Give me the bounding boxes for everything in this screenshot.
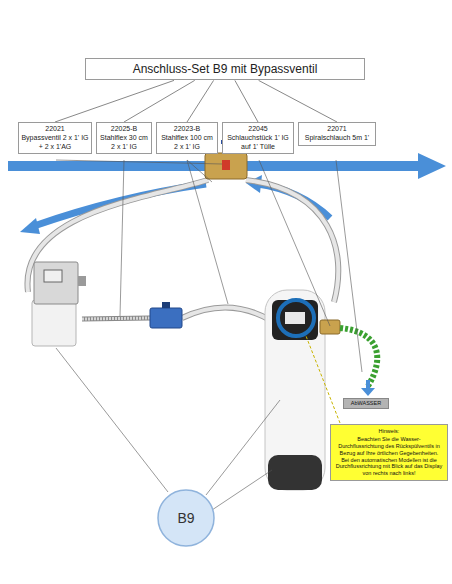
pump-connector xyxy=(78,276,86,286)
leader-line xyxy=(259,160,330,326)
valve-marker xyxy=(222,160,230,170)
title-text: Anschluss-Set B9 mit Bypassventil xyxy=(90,62,360,76)
hose xyxy=(246,180,338,302)
part-number: 22023-B xyxy=(159,125,215,134)
hose-fitting xyxy=(320,320,340,334)
leader-line xyxy=(56,348,168,492)
leader-line xyxy=(187,160,228,304)
bypass-valve xyxy=(205,153,247,179)
connector-line xyxy=(124,80,195,122)
connector-line xyxy=(55,80,174,122)
part-box: 22071Spiralschlauch 5m 1' xyxy=(298,122,376,146)
part-box: 22025-BStahlflex 30 cm 2 x 1' IG xyxy=(96,122,152,154)
dosing-pump xyxy=(34,262,78,304)
note-heading: Hinweis: xyxy=(335,428,443,435)
hose xyxy=(182,307,270,320)
stahlflex-short xyxy=(82,318,150,319)
filter-tank xyxy=(265,290,325,490)
leader-line xyxy=(206,400,280,495)
arrow-head xyxy=(361,388,375,396)
part-box: 22023-BStahlflex 100 cm 2 x 1' IG xyxy=(156,122,218,154)
connector-line xyxy=(259,80,337,122)
note-text: Beachten Sie die Wasser- Durchflussricht… xyxy=(335,436,443,477)
note-leader xyxy=(306,336,340,423)
blue-valve xyxy=(150,308,182,328)
hose xyxy=(246,180,338,302)
part-number: 22071 xyxy=(301,125,373,134)
connector-line xyxy=(235,80,258,122)
leader-line xyxy=(187,160,212,182)
leader-line xyxy=(336,160,362,372)
title-box: Anschluss-Set B9 mit Bypassventil xyxy=(85,58,365,80)
hose xyxy=(27,180,208,292)
drain-label: AbWASSER xyxy=(343,398,389,409)
dosing-container xyxy=(32,300,76,346)
note-box: Hinweis:Beachten Sie die Wasser- Durchfl… xyxy=(330,424,448,481)
part-number: 22045 xyxy=(225,125,291,134)
leader-line xyxy=(56,160,222,164)
main-flow-arrow xyxy=(8,153,446,179)
part-description: Bypassventil 2 x 1' IG + 2 x 1'AG xyxy=(21,134,89,152)
part-box: 22045Schlauchstück 1' IG auf 1' Tülle xyxy=(222,122,294,154)
set-name: B9 xyxy=(177,510,194,526)
arrow-head xyxy=(20,218,40,234)
set-circle: B9 xyxy=(156,488,216,548)
circle-shape xyxy=(158,490,214,546)
pump-display xyxy=(44,270,62,282)
connector-line xyxy=(187,80,214,122)
part-number: 22021 xyxy=(21,125,89,134)
part-description: Stahlflex 30 cm 2 x 1' IG xyxy=(99,134,149,152)
stahlflex-short xyxy=(82,318,150,319)
part-description: Stahlflex 100 cm 2 x 1' IG xyxy=(159,134,215,152)
part-box: 22021Bypassventil 2 x 1' IG + 2 x 1'AG xyxy=(18,122,92,154)
part-description: Schlauchstück 1' IG auf 1' Tülle xyxy=(225,134,291,152)
control-head xyxy=(272,300,318,340)
hose xyxy=(27,180,208,292)
control-display xyxy=(285,312,305,324)
tank-base xyxy=(268,455,322,490)
part-number: 22025-B xyxy=(99,125,149,134)
part-description: Spiralschlauch 5m 1' xyxy=(301,134,373,143)
leader-line xyxy=(120,160,124,316)
drain-text: AbWASSER xyxy=(346,400,386,407)
control-ring xyxy=(278,300,314,336)
valve-handle xyxy=(162,302,170,308)
leader-line xyxy=(212,470,272,510)
spiral-hose xyxy=(340,328,377,386)
hose xyxy=(182,307,270,320)
